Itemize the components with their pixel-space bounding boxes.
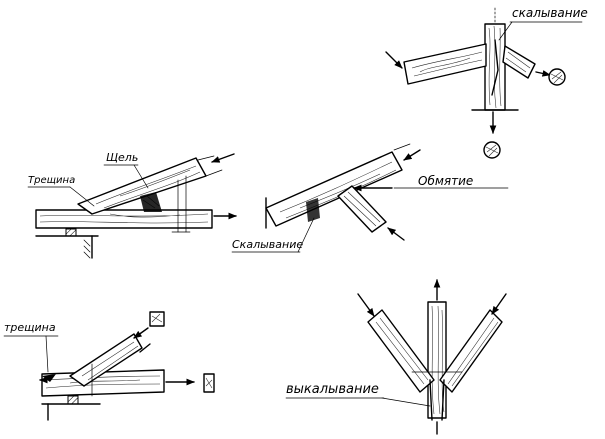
figure-strut-crack: трещина bbox=[3, 311, 215, 421]
label-shear-mid: Скалывание bbox=[232, 238, 303, 251]
label-shear-top: скалывание bbox=[512, 6, 588, 20]
label-gap: Щель bbox=[106, 151, 138, 164]
brace-beam bbox=[502, 45, 536, 79]
label-crack-bottom: трещина bbox=[4, 321, 56, 334]
figure-kingpost-gouge: выкалывание bbox=[285, 279, 507, 435]
figure-rafter-beam-gap: Трещина Щель bbox=[27, 151, 237, 259]
tie-beam bbox=[35, 209, 213, 229]
figure-crush-shear: Обмятие Скалывание bbox=[231, 143, 509, 253]
rafter-beam bbox=[403, 43, 487, 85]
left-brace bbox=[367, 309, 435, 393]
figure-post-rafter-shear: скалывание bbox=[385, 6, 588, 159]
lower-brace bbox=[337, 185, 387, 233]
label-gouge: выкалывание bbox=[286, 382, 379, 397]
label-crack: Трещина bbox=[28, 175, 75, 186]
label-crush: Обмятие bbox=[418, 174, 473, 188]
